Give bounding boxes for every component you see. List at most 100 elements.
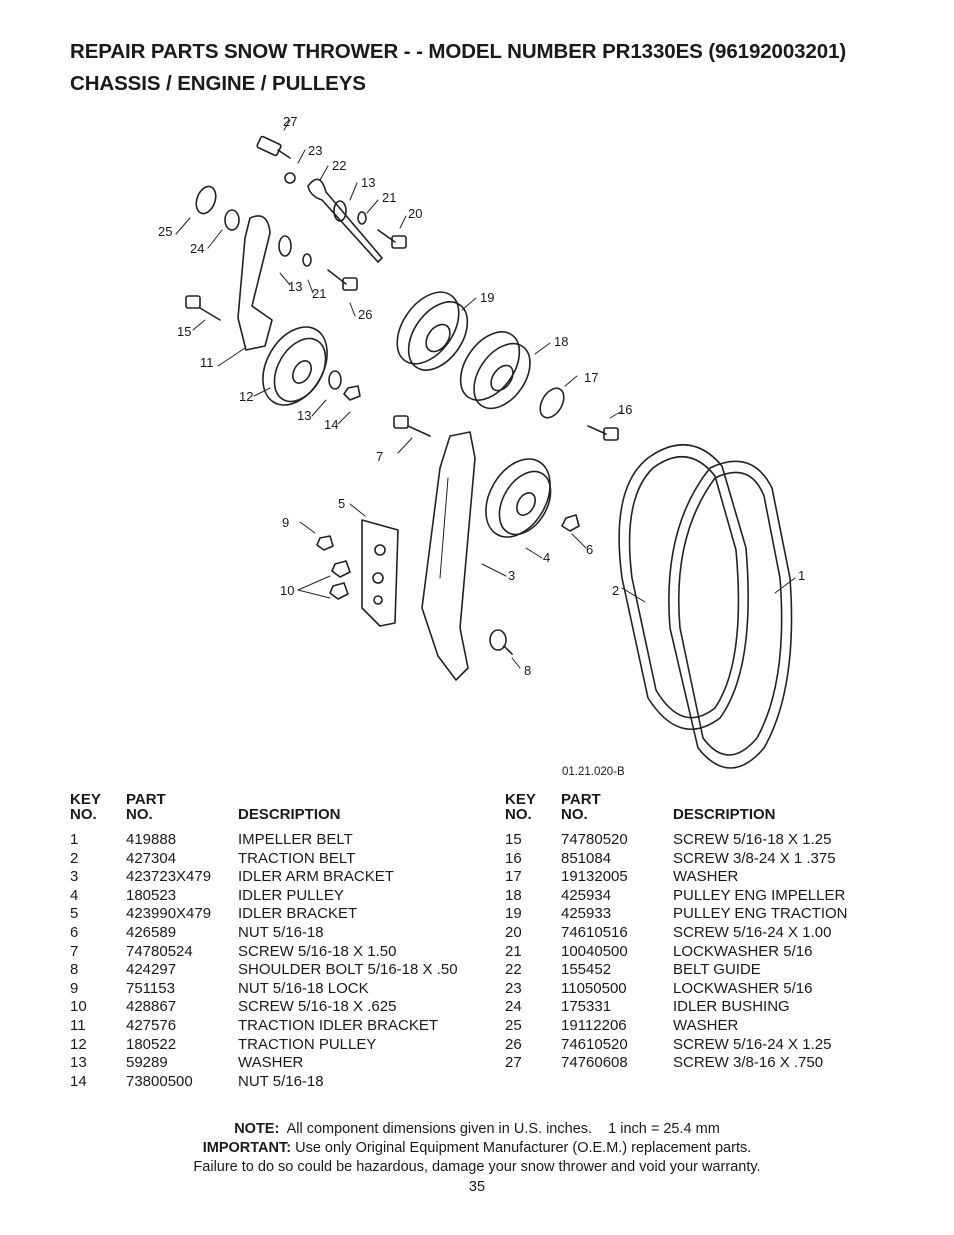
description-cell: PULLEY ENG TRACTION [673, 905, 848, 923]
description-cell: TRACTION BELT [238, 849, 356, 867]
parts-drawing [175, 119, 796, 769]
part-no-cell: 73800500 [126, 1072, 193, 1090]
callout-label: 20 [408, 206, 423, 221]
screw-26-icon [327, 269, 358, 291]
description-cell: IDLER BUSHING [673, 998, 790, 1016]
idler-pulley-4-icon [485, 458, 552, 538]
callout-label: 16 [618, 402, 633, 417]
callout-label: 14 [324, 417, 339, 432]
description-cell: NUT 5/16-18 LOCK [238, 979, 369, 997]
part-no-cell: 428867 [126, 998, 177, 1016]
leader-lines [175, 119, 796, 669]
page-title: REPAIR PARTS SNOW THROWER - - MODEL NUMB… [70, 40, 847, 63]
callout-label: 13 [297, 408, 312, 423]
nut-14-icon [343, 385, 361, 401]
description-cell: SCREW 3/8-16 X .750 [673, 1054, 824, 1072]
part-no-cell: 155452 [561, 961, 612, 979]
callout-label: 2 [612, 583, 620, 598]
traction-pulley-12-icon [262, 326, 328, 406]
part-no-cell: 426589 [126, 923, 177, 941]
key-no-cell: 8 [70, 961, 79, 979]
callout-label: 3 [508, 568, 516, 583]
part-no-cell: 59289 [126, 1054, 168, 1072]
description-header: DESCRIPTION [238, 806, 341, 823]
callout-label: 5 [338, 496, 346, 511]
description-cell: SCREW 5/16-18 X 1.50 [238, 942, 397, 960]
key-no-cell: 19 [505, 905, 522, 923]
impeller-belt-1-icon [668, 460, 793, 769]
description-header: DESCRIPTION [673, 806, 776, 823]
description-cell: PULLEY ENG IMPELLER [673, 886, 846, 904]
traction-idler-bracket-11-icon [237, 215, 273, 351]
part-no-cell: 180522 [126, 1035, 177, 1053]
callout-label: 19 [480, 290, 495, 305]
part-no-cell: 180523 [126, 886, 177, 904]
callout-label: 15 [177, 324, 192, 339]
shoulder-bolt-8-icon [489, 629, 513, 655]
description-cell: WASHER [673, 1016, 739, 1034]
key-no-cell: 4 [70, 886, 79, 904]
callout-label: 26 [358, 307, 373, 322]
key-no-cell: 26 [505, 1035, 522, 1053]
washer-13b-icon [278, 235, 292, 257]
screw-20-icon [377, 229, 407, 249]
description-cell: WASHER [238, 1054, 304, 1072]
part-no-cell: 423990X479 [126, 905, 212, 923]
part-no-cell: 751153 [126, 979, 175, 997]
key-no-cell: 15 [505, 831, 522, 848]
screw-16-icon [587, 425, 619, 441]
washer-13c-icon [328, 370, 342, 390]
description-cell: TRACTION IDLER BRACKET [238, 1016, 439, 1034]
key-no-cell: 17 [505, 868, 522, 886]
callout-label: 24 [190, 241, 205, 256]
callout-label: 7 [376, 449, 384, 464]
description-cell: WASHER [673, 868, 739, 886]
part-no-cell: 74780520 [561, 831, 628, 848]
description-cell: IDLER PULLEY [238, 886, 344, 904]
key-no-cell: 11 [70, 1016, 86, 1034]
pulley-18-icon [459, 331, 531, 410]
bushing-24-icon [224, 209, 240, 231]
description-cell: NUT 5/16-18 [238, 923, 324, 941]
screw-10b-icon [329, 582, 349, 600]
description-cell: IDLER BRACKET [238, 905, 358, 923]
callout-label: 25 [158, 224, 173, 239]
callout-label: 13 [361, 175, 376, 190]
part-no-cell: 74760608 [561, 1054, 628, 1072]
callout-label: 22 [332, 158, 347, 173]
key-no-cell: 24 [505, 998, 522, 1016]
callout-label: 23 [308, 143, 323, 158]
exploded-parts-diagram: 27 23 22 13 21 20 25 24 13 21 26 19 15 1… [150, 108, 830, 788]
lockwasher-21-icon [357, 211, 367, 225]
screw-15-icon [185, 295, 221, 321]
key-no-cell: 10 [70, 998, 87, 1016]
part-no-cell: 425933 [561, 905, 612, 923]
key-no-cell: 16 [505, 849, 522, 867]
description-cell: SCREW 5/16-24 X 1.25 [673, 1035, 832, 1053]
washer-13-icon [333, 200, 347, 222]
important-label: IMPORTANT: [202, 1140, 292, 1156]
description-cell: LOCKWASHER 5/16 [673, 979, 813, 997]
description-cell: LOCKWASHER 5/16 [673, 942, 813, 960]
note-label: NOTE: [234, 1121, 280, 1137]
callout-label: 1 [798, 568, 806, 583]
part-no-cell: 851084 [561, 849, 612, 867]
key-no-cell: 21 [505, 942, 522, 960]
table-row: 19 425933 PULLEY ENG TRACTION [505, 905, 848, 924]
